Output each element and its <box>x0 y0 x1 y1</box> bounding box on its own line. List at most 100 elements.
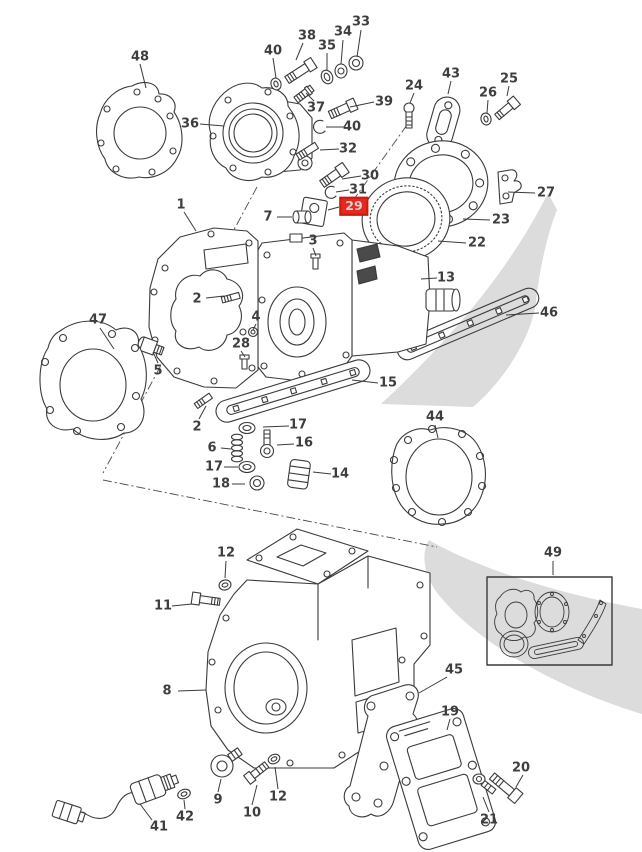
part-callout-20[interactable]: 20 <box>511 760 531 776</box>
part-49-gasket-kit <box>486 576 613 666</box>
part-callout-32[interactable]: 32 <box>338 141 358 157</box>
part-6-spring <box>230 433 244 463</box>
part-39-bolt <box>327 97 359 120</box>
part-callout-12[interactable]: 12 <box>216 545 236 561</box>
part-45-gasket <box>343 684 419 818</box>
part-callout-25[interactable]: 25 <box>499 71 519 87</box>
part-40-washer <box>270 77 282 91</box>
part-callout-9[interactable]: 9 <box>213 792 223 808</box>
part-callout-6[interactable]: 6 <box>207 440 217 456</box>
part-43-bracket <box>426 96 461 149</box>
part-25-bolt <box>494 95 522 121</box>
part-14-bushing <box>287 458 311 490</box>
part-callout-31[interactable]: 31 <box>348 182 368 198</box>
part-27-clip <box>497 169 522 205</box>
part-17-washer-lower <box>238 460 256 474</box>
part-callout-43[interactable]: 43 <box>441 66 461 82</box>
part-callout-3[interactable]: 3 <box>308 233 318 249</box>
part-2-stud-lower <box>193 392 214 410</box>
part-callout-1[interactable]: 1 <box>176 197 186 213</box>
part-callout-13[interactable]: 13 <box>436 270 456 286</box>
part-26-washer <box>480 112 492 126</box>
part-callout-35[interactable]: 35 <box>317 38 337 54</box>
part-callout-29-highlighted[interactable]: 29 <box>339 196 369 216</box>
part-callout-2[interactable]: 2 <box>192 419 202 435</box>
part-callout-27[interactable]: 27 <box>536 185 556 201</box>
part-47-gasket <box>39 320 147 440</box>
part-callout-37[interactable]: 37 <box>306 100 326 116</box>
part-20-bolt <box>488 772 524 805</box>
part-callout-16[interactable]: 16 <box>294 435 314 451</box>
part-callout-15[interactable]: 15 <box>378 375 398 391</box>
part-40-snap-ring <box>313 119 326 134</box>
part-callout-48[interactable]: 48 <box>130 49 150 65</box>
part-callout-23[interactable]: 23 <box>491 212 511 228</box>
part-callout-17[interactable]: 17 <box>288 417 308 433</box>
part-7-bushing <box>292 210 312 224</box>
part-2-stud <box>220 291 241 304</box>
part-callout-22[interactable]: 22 <box>467 235 487 251</box>
part-callout-49[interactable]: 49 <box>543 545 563 561</box>
part-44-gasket <box>389 424 487 527</box>
part-callout-39[interactable]: 39 <box>374 94 394 110</box>
part-37-stud <box>293 84 315 104</box>
part-18-nut <box>249 475 265 491</box>
part-callout-2[interactable]: 2 <box>192 291 202 307</box>
part-callout-38[interactable]: 38 <box>297 28 317 44</box>
part-callout-11[interactable]: 11 <box>153 598 173 614</box>
part-callout-24[interactable]: 24 <box>404 78 424 94</box>
part-21-screw <box>472 773 497 795</box>
part-callout-19[interactable]: 19 <box>440 704 460 720</box>
part-34-washer <box>334 63 348 79</box>
part-callout-34[interactable]: 34 <box>333 24 353 40</box>
part-callout-18[interactable]: 18 <box>211 476 231 492</box>
part-callout-26[interactable]: 26 <box>478 85 498 101</box>
part-41-switch <box>51 773 180 825</box>
part-16-bolt <box>259 429 275 459</box>
part-callout-14[interactable]: 14 <box>330 466 350 482</box>
part-callout-17[interactable]: 17 <box>204 459 224 475</box>
part-callout-7[interactable]: 7 <box>263 209 273 225</box>
part-callout-10[interactable]: 10 <box>242 805 262 821</box>
part-callout-8[interactable]: 8 <box>162 683 172 699</box>
part-17-washer-upper <box>238 421 256 435</box>
part-22-bearing <box>361 177 451 261</box>
part-48-gasket <box>96 82 183 179</box>
part-callout-45[interactable]: 45 <box>444 662 464 678</box>
part-callout-47[interactable]: 47 <box>88 312 108 328</box>
leader-lines <box>99 29 554 821</box>
part-11-bolt <box>190 591 221 606</box>
part-19-cover <box>385 708 497 850</box>
part-30-bolt <box>319 161 350 188</box>
part-10-bolt <box>243 761 270 785</box>
part-42-oring <box>177 788 191 800</box>
part-callout-4[interactable]: 4 <box>251 309 261 325</box>
part-32-stud <box>295 141 320 161</box>
part-callout-12[interactable]: 12 <box>268 789 288 805</box>
part-1-housing <box>148 227 461 389</box>
part-callout-44[interactable]: 44 <box>425 409 445 425</box>
part-38-bolt <box>284 56 318 84</box>
part-24-bolt <box>403 102 415 129</box>
part-31-snap-ring <box>324 185 337 199</box>
part-12-washer-upper <box>218 579 232 591</box>
part-callout-5[interactable]: 5 <box>153 363 163 379</box>
part-callout-42[interactable]: 42 <box>175 809 195 825</box>
part-9-plug <box>210 747 243 778</box>
part-callout-30[interactable]: 30 <box>360 168 380 184</box>
part-callout-21[interactable]: 21 <box>479 812 499 828</box>
part-callout-36[interactable]: 36 <box>180 116 200 132</box>
part-callout-46[interactable]: 46 <box>539 305 559 321</box>
part-callout-33[interactable]: 33 <box>351 14 371 30</box>
part-callout-40[interactable]: 40 <box>342 119 362 135</box>
part-callout-41[interactable]: 41 <box>149 819 169 835</box>
part-4-washer <box>247 326 259 338</box>
part-12-washer-lower <box>267 753 281 765</box>
part-15-gasket <box>215 359 371 423</box>
part-callout-40[interactable]: 40 <box>263 43 283 59</box>
shade-band <box>381 193 642 714</box>
part-callout-28[interactable]: 28 <box>231 336 251 352</box>
